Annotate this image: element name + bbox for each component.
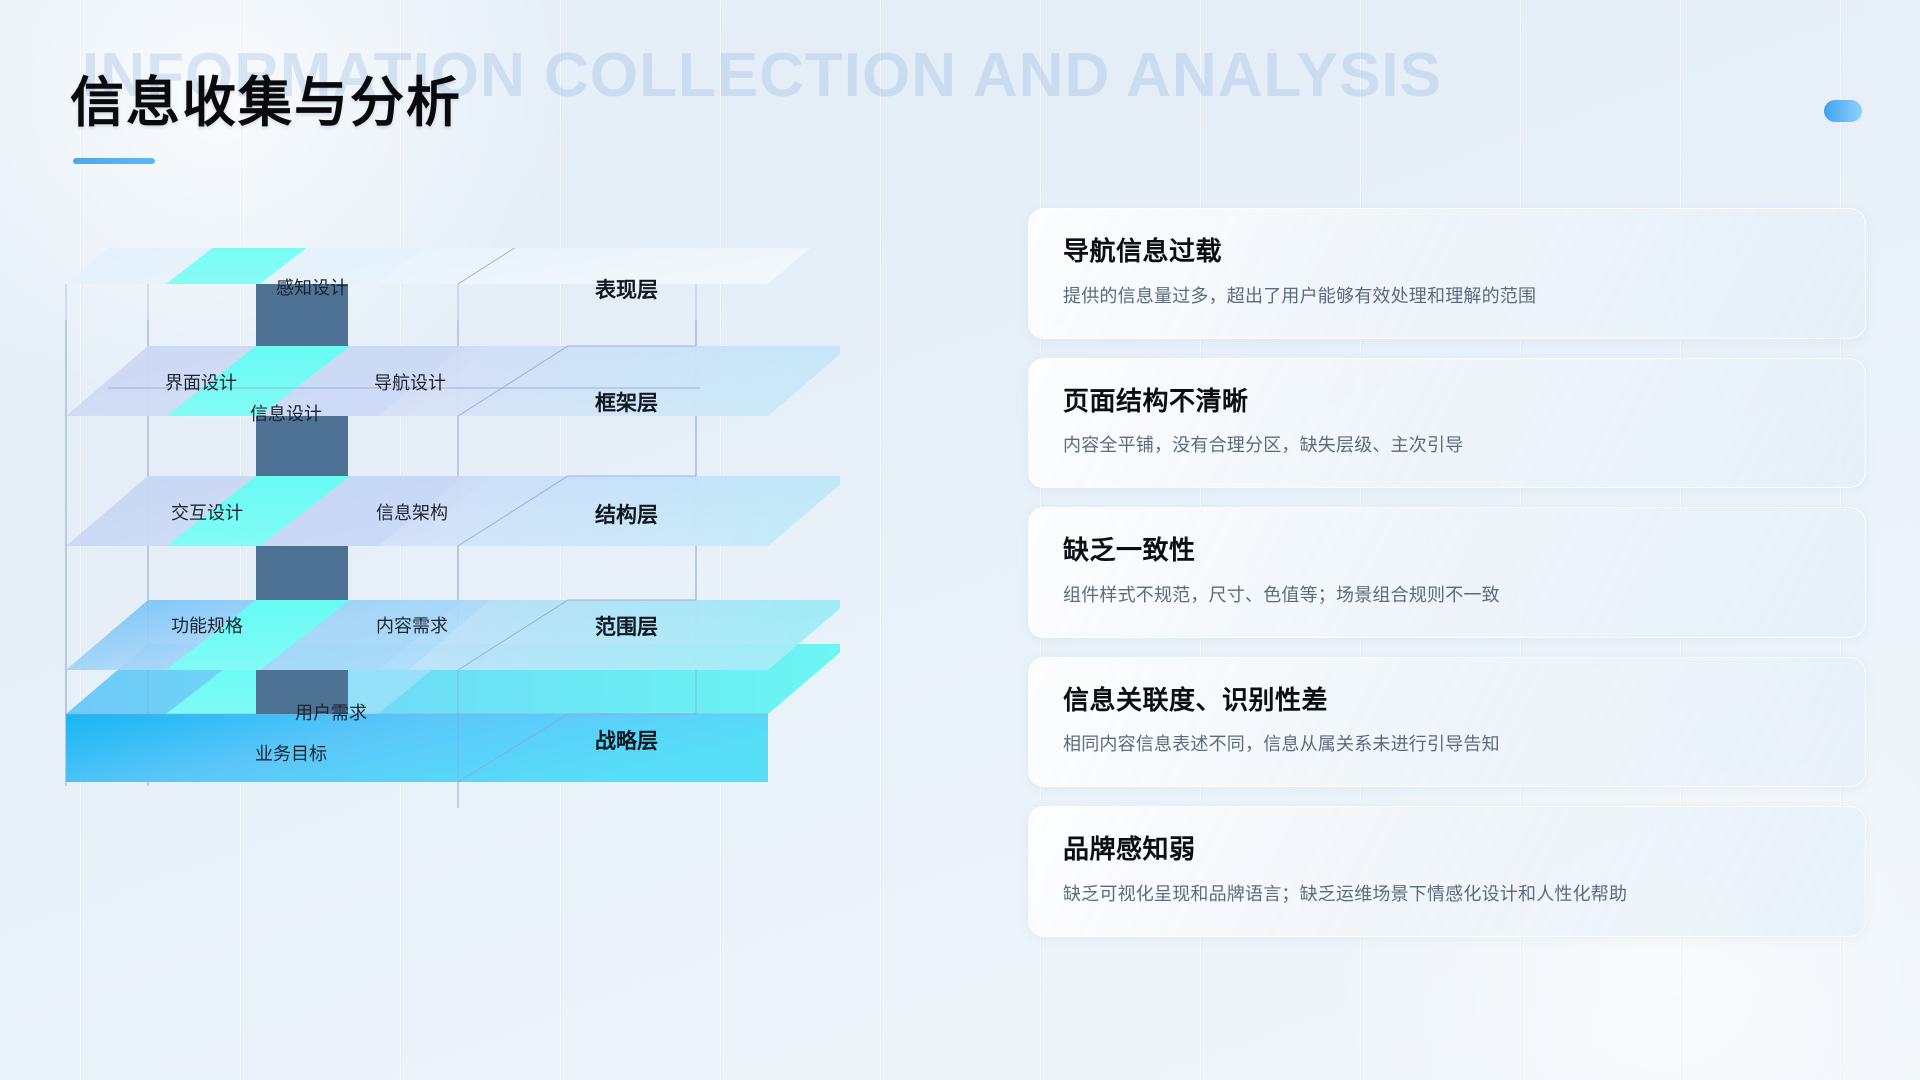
diagram-label-interaction-design: 交互设计 (171, 503, 243, 523)
diagram-layer-name-strategy: 战略层 (595, 730, 658, 753)
issue-card-description: 提供的信息量过多，超出了用户能够有效处理和理解的范围 (1063, 285, 1537, 306)
issue-card-description: 内容全平铺，没有合理分区，缺失层级、主次引导 (1063, 435, 1464, 455)
page-header: INFORMATION COLLECTION AND ANALYSIS 信息收集… (70, 36, 1441, 164)
issue-card-title: 页面结构不清晰 (1063, 385, 1249, 416)
diagram-layer-name-structure: 结构层 (595, 504, 658, 527)
page-title: 信息收集与分析 (70, 73, 462, 133)
issue-card[interactable]: 品牌感知弱 缺乏可视化呈现和品牌语言；缺乏运维场景下情感化设计和人性化帮助 (1028, 806, 1866, 937)
title-underline (73, 157, 155, 164)
issue-card-description: 组件样式不规范，尺寸、色值等；场景组合规则不一致 (1063, 584, 1500, 605)
diagram-label-business-goal: 业务目标 (255, 744, 327, 764)
issue-card-title: 缺乏一致性 (1063, 535, 1196, 565)
issue-card[interactable]: 缺乏一致性 组件样式不规范，尺寸、色值等；场景组合规则不一致 (1028, 507, 1866, 638)
issue-card[interactable]: 导航信息过载 提供的信息量过多，超出了用户能够有效处理和理解的范围 (1028, 208, 1866, 339)
issue-card[interactable]: 页面结构不清晰 内容全平铺，没有合理分区，缺失层级、主次引导 (1028, 357, 1866, 488)
decorative-pill-dot (1824, 100, 1862, 122)
issue-card-description: 相同内容信息表述不同，信息从属关系未进行引导告知 (1063, 734, 1500, 754)
diagram-label-content-requirement: 内容需求 (376, 616, 448, 636)
diagram-svg (65, 248, 840, 808)
diagram-layer-name-scope: 范围层 (595, 616, 658, 639)
diagram-layer-presentation (66, 248, 811, 285)
diagram-label-information-design: 信息设计 (250, 404, 322, 424)
layered-architecture-diagram: 感知设计 表现层 界面设计 导航设计 信息设计 框架层 交互设计 信息架构 结构… (60, 248, 840, 948)
diagram-layer-name-framework: 框架层 (595, 392, 658, 415)
diagram-label-interface-design: 界面设计 (165, 373, 237, 393)
issue-card[interactable]: 信息关联度、识别性差 相同内容信息表述不同，信息从属关系未进行引导告知 (1028, 656, 1866, 787)
issue-card-title: 信息关联度、识别性差 (1063, 684, 1329, 715)
issue-card-list: 导航信息过载 提供的信息量过多，超出了用户能够有效处理和理解的范围 页面结构不清… (1028, 208, 1866, 937)
diagram-label-information-architecture: 信息架构 (376, 503, 448, 523)
diagram-layer-name-presentation: 表现层 (595, 279, 658, 302)
diagram-label-perception-design: 感知设计 (276, 278, 348, 298)
diagram-label-functional-spec: 功能规格 (171, 616, 243, 636)
issue-card-description: 缺乏可视化呈现和品牌语言；缺乏运维场景下情感化设计和人性化帮助 (1063, 883, 1628, 904)
issue-card-title: 品牌感知弱 (1063, 834, 1196, 864)
diagram-label-navigation-design: 导航设计 (374, 373, 446, 393)
diagram-label-user-requirement: 用户需求 (295, 703, 367, 723)
issue-card-title: 导航信息过载 (1063, 236, 1223, 266)
